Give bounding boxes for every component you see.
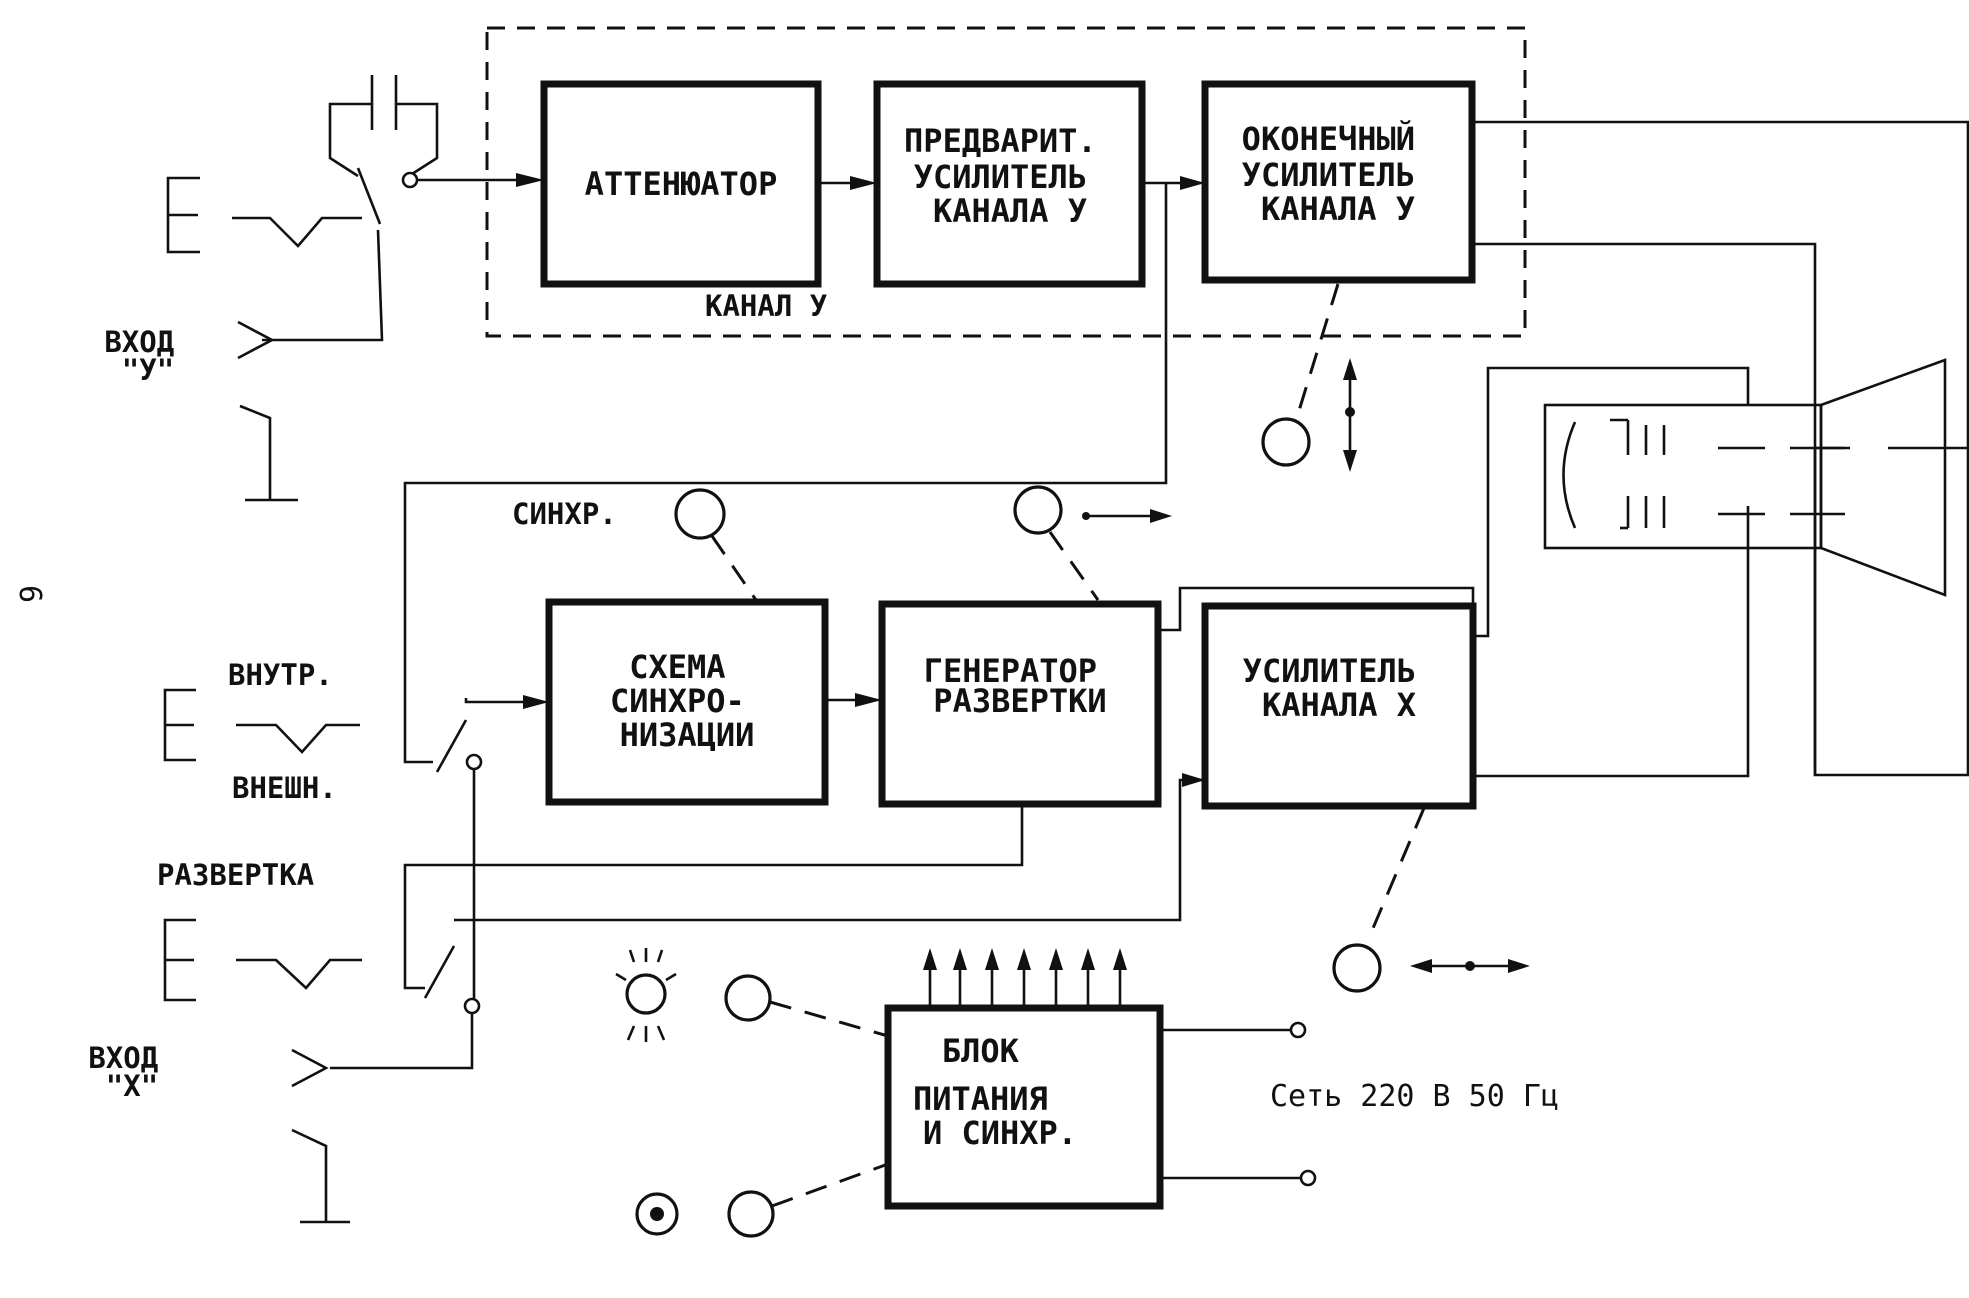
- input-x-label-2: "Х": [106, 1069, 158, 1103]
- page-number: 6: [12, 585, 47, 603]
- sweep-generator-line-1: ГЕНЕРАТОР: [924, 652, 1097, 690]
- lamp-icon: [615, 948, 677, 1042]
- sync-switch[interactable]: [435, 698, 530, 773]
- final-amp-line-2: УСИЛИТЕЛЬ: [1242, 156, 1415, 194]
- attenuator-block: АТТЕНЮАТОР: [540, 80, 822, 288]
- svg-text:ВХОД "Х": ВХОД "Х": [88, 1041, 175, 1103]
- vertical-arrow-icon: [1343, 358, 1357, 472]
- mains-terminal-1: [1289, 1021, 1307, 1039]
- arrow-icon: [855, 693, 882, 707]
- input-y-switch: [166, 75, 544, 502]
- capacitor-icon: [370, 75, 398, 130]
- connector-icon: [291, 1048, 329, 1088]
- x-amp-line-1: УСИЛИТЕЛЬ: [1243, 652, 1416, 690]
- external-label: ВНЕШН.: [232, 771, 337, 805]
- arrow-icon: [523, 695, 549, 709]
- sync-knob[interactable]: [674, 488, 726, 540]
- y-position-knob[interactable]: [1261, 417, 1311, 467]
- sweep-generator-block: ГЕНЕРАТОР РАЗВЕРТКИ: [878, 600, 1162, 808]
- power-line-1: БЛОК: [942, 1032, 1020, 1070]
- connector-icon: [237, 320, 275, 360]
- svg-text:ПРЕДВАРИТ. УСИЛИТЕЛЬ: ПРЕДВАРИТ. УСИЛИТЕЛЬ КАНАЛА У: [904, 122, 1116, 230]
- input-x-label-1: ВХОД: [88, 1041, 158, 1075]
- sweep-label: РАЗВЕРТКА: [157, 858, 314, 892]
- sweep-speed-knob[interactable]: [1013, 485, 1063, 535]
- horizontal-arrow-icon: [1082, 509, 1172, 523]
- internal-label: ВНУТР.: [228, 658, 333, 692]
- mains-label: Сеть 220 В 50 Гц: [1270, 1079, 1559, 1114]
- sync-circuit-line-3: НИЗАЦИИ: [620, 716, 755, 754]
- arrow-icon: [1180, 176, 1205, 190]
- sync-circuit-line-2: СИНХРО-: [610, 682, 745, 720]
- x-amp-line-2: КАНАЛА Х: [1262, 686, 1416, 724]
- preamp-line-2: УСИЛИТЕЛЬ: [914, 158, 1087, 196]
- attenuator-line-1: АТТЕНЮАТОР: [585, 165, 778, 203]
- svg-text:БЛОК ПИТАНИЯ И СИН: БЛОК ПИТАНИЯ И СИНХР.: [913, 1032, 1077, 1152]
- input-y-label-1: ВХОД: [104, 325, 174, 359]
- ground-icon: [239, 404, 298, 502]
- sync-circuit-line-1: СХЕМА: [629, 648, 725, 686]
- crt-icon: [1543, 358, 1947, 597]
- channel-y-label: КАНАЛ У: [705, 289, 828, 323]
- preamp-block: ПРЕДВАРИТ. УСИЛИТЕЛЬ КАНАЛА У: [873, 80, 1146, 288]
- sweep-generator-line-2: РАЗВЕРТКИ: [933, 682, 1106, 720]
- focus-knob[interactable]: [727, 1190, 775, 1238]
- power-line-3: И СИНХР.: [923, 1114, 1077, 1152]
- arrow-icon: [1182, 773, 1205, 787]
- power-output-arrows: [923, 948, 1127, 1008]
- svg-text:АТТЕНЮАТОР: АТТЕНЮАТОР: [585, 165, 778, 203]
- svg-text:УСИЛИТЕЛЬ КАНАЛА Х: УСИЛИТЕЛЬ КАНАЛА Х: [1243, 652, 1436, 724]
- svg-text:ОКОНЕЧНЫЙ УСИЛИТЕЛЬ: ОКОНЕЧНЫЙ УСИЛИТЕЛЬ КАНАЛА У: [1242, 120, 1435, 228]
- mains-terminal-2: [1299, 1169, 1317, 1187]
- horizontal-arrow-icon: [1410, 959, 1530, 973]
- arrow-icon: [850, 176, 877, 190]
- x-amp-block: УСИЛИТЕЛЬ КАНАЛА Х: [1201, 602, 1477, 810]
- brightness-knob[interactable]: [724, 974, 772, 1022]
- final-amp-line-3: КАНАЛА У: [1261, 190, 1415, 228]
- channel-y-frame: [485, 26, 1527, 338]
- arrow-icon: [516, 173, 544, 187]
- x-position-knob[interactable]: [1332, 943, 1382, 993]
- svg-text:ГЕНЕРАТОР РАЗВЕРТКИ: ГЕНЕРАТОР РАЗВЕРТКИ: [924, 652, 1117, 720]
- final-amp-line-1: ОКОНЕЧНЫЙ: [1242, 120, 1415, 158]
- preamp-line-3: КАНАЛА У: [933, 192, 1087, 230]
- sync-circuit-block: СХЕМА СИНХРО- НИЗАЦИИ: [545, 598, 829, 806]
- svg-text:ВХОД "У": ВХОД "У": [104, 325, 191, 387]
- ground-icon: [291, 1128, 350, 1224]
- svg-text:СХЕМА СИНХРО- НИЗА: СХЕМА СИНХРО- НИЗАЦИИ: [610, 648, 764, 754]
- focus-icon: [635, 1192, 679, 1236]
- sync-label: СИНХР.: [512, 497, 617, 531]
- power-supply-block: БЛОК ПИТАНИЯ И СИНХР.: [884, 1004, 1164, 1210]
- final-amp-block: ОКОНЕЧНЫЙ УСИЛИТЕЛЬ КАНАЛА У: [1201, 80, 1476, 284]
- preamp-line-1: ПРЕДВАРИТ.: [904, 122, 1097, 160]
- input-y-label-2: "У": [122, 353, 174, 387]
- power-line-2: ПИТАНИЯ: [913, 1080, 1048, 1118]
